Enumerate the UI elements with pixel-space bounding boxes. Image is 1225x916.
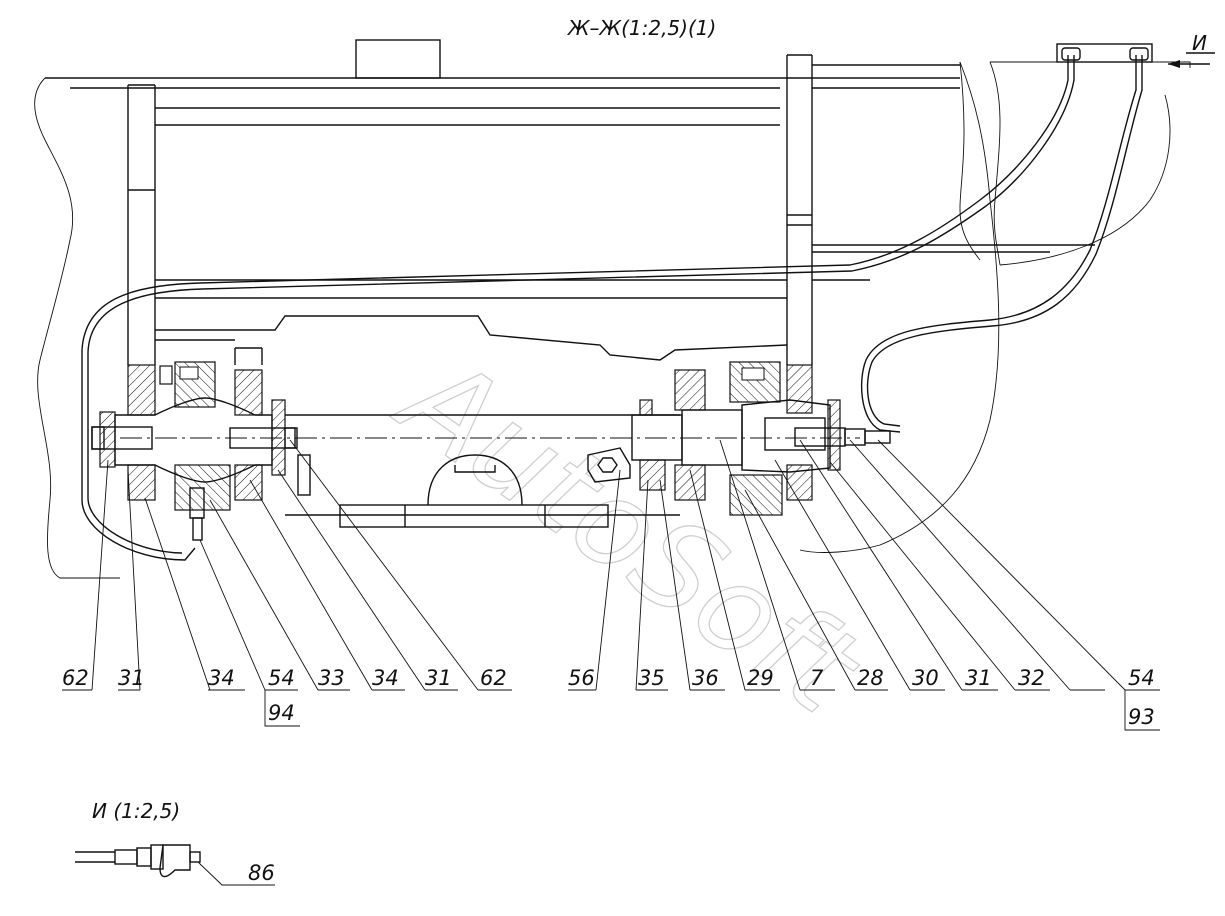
- axle-tube: [120, 414, 860, 528]
- callout-label: 31: [118, 666, 145, 690]
- view-arrow-letter: И: [1192, 31, 1207, 55]
- callout-label: 54: [1128, 666, 1155, 690]
- hydraulic-hose-left: [81, 47, 1081, 561]
- callout-label: 54: [268, 666, 295, 690]
- callout-label: 31: [425, 666, 452, 690]
- section-title: Ж–Ж(1:2,5)(1): [566, 16, 716, 40]
- callout-label: 34: [208, 666, 235, 690]
- callout-label: 56: [568, 666, 595, 690]
- callout-label: 33: [318, 666, 345, 690]
- callout-label: 62: [62, 666, 89, 690]
- callout-label: 30: [912, 666, 939, 690]
- callout-label: 7: [810, 666, 824, 690]
- detail-title: И (1:2,5): [92, 799, 180, 823]
- frame-outline: [34, 39, 1191, 579]
- callout-label: 36: [692, 666, 719, 690]
- callout-box-label: 94: [268, 701, 295, 725]
- callout-label: 62: [480, 666, 507, 690]
- right-bearing-assembly: [631, 361, 891, 516]
- callout-label: 31: [965, 666, 992, 690]
- callout-label: 32: [1018, 666, 1045, 690]
- hydraulic-hose-right: [861, 47, 1149, 433]
- leader-lines: [62, 439, 1160, 731]
- left-bearing-assembly: [91, 361, 298, 541]
- callout-label: 28: [857, 666, 884, 690]
- callout-label: 29: [747, 666, 774, 690]
- detail-view: И (1:2,5) 86: [75, 799, 275, 886]
- callout-label: 35: [638, 666, 665, 690]
- callouts-right: 56 35 36 29 7 28 30 31 32 54 93: [568, 666, 1155, 729]
- callout-box-label: 93: [1128, 705, 1155, 729]
- callouts-left: 62 31 34 54 33 34 31 62 94: [62, 666, 507, 725]
- detail-callout-label: 86: [248, 861, 275, 885]
- callout-label: 34: [372, 666, 399, 690]
